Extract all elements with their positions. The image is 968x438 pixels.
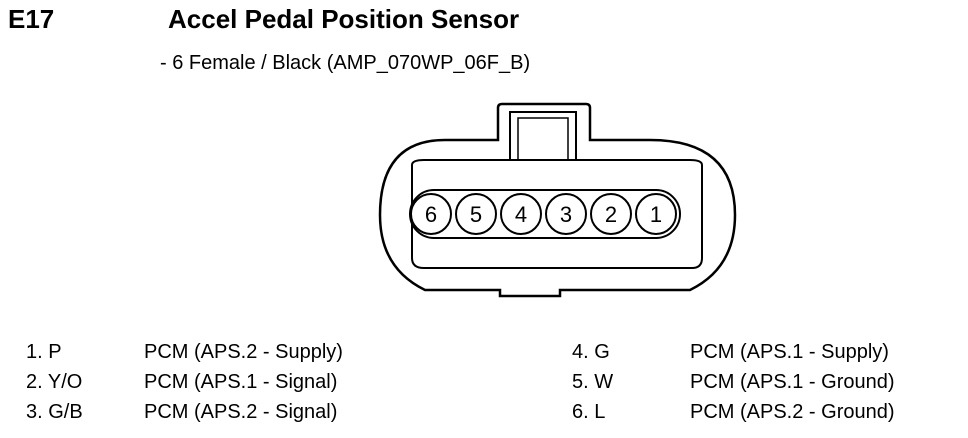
- pin-id: 6. L: [572, 401, 606, 423]
- pin-description: PCM (APS.2 - Ground): [690, 401, 895, 423]
- svg-text:1: 1: [650, 202, 662, 227]
- pin-id: 2. Y/O: [26, 371, 83, 393]
- locking-tab-inner: [517, 117, 569, 161]
- pin-2: 2: [590, 193, 632, 235]
- pin-4: 4: [500, 193, 542, 235]
- pin-6: 6: [410, 193, 452, 235]
- pin-description: PCM (APS.1 - Signal): [144, 371, 338, 393]
- pin-description: PCM (APS.2 - Supply): [144, 341, 343, 363]
- svg-text:6: 6: [425, 202, 437, 227]
- svg-text:4: 4: [515, 202, 527, 227]
- connector-subtitle: - 6 Female / Black (AMP_070WP_06F_B): [160, 52, 531, 74]
- connector-housing-outer: [378, 102, 737, 298]
- pin-1: 1: [635, 193, 677, 235]
- pin-5: 5: [455, 193, 497, 235]
- pin-description: PCM (APS.1 - Supply): [690, 341, 889, 363]
- pin-3: 3: [545, 193, 587, 235]
- page-title: Accel Pedal Position Sensor: [168, 4, 520, 34]
- svg-text:5: 5: [470, 202, 482, 227]
- pin-id: 4. G: [572, 341, 610, 363]
- svg-text:2: 2: [605, 202, 617, 227]
- pin-description: PCM (APS.2 - Signal): [144, 401, 338, 423]
- pin-description: PCM (APS.1 - Ground): [690, 371, 895, 393]
- pin-id: 3. G/B: [26, 401, 83, 423]
- svg-text:3: 3: [560, 202, 572, 227]
- connector-diagram: 6 5 4 3 2 1: [378, 102, 737, 298]
- pin-list: 1. P PCM (APS.2 - Supply) 2. Y/O PCM (AP…: [0, 338, 968, 438]
- locking-tab: [509, 111, 577, 161]
- connector-housing-inner: [411, 159, 703, 269]
- pin-id: 5. W: [572, 371, 614, 393]
- connector-code: E17: [8, 4, 55, 34]
- pin-id: 1. P: [26, 341, 62, 363]
